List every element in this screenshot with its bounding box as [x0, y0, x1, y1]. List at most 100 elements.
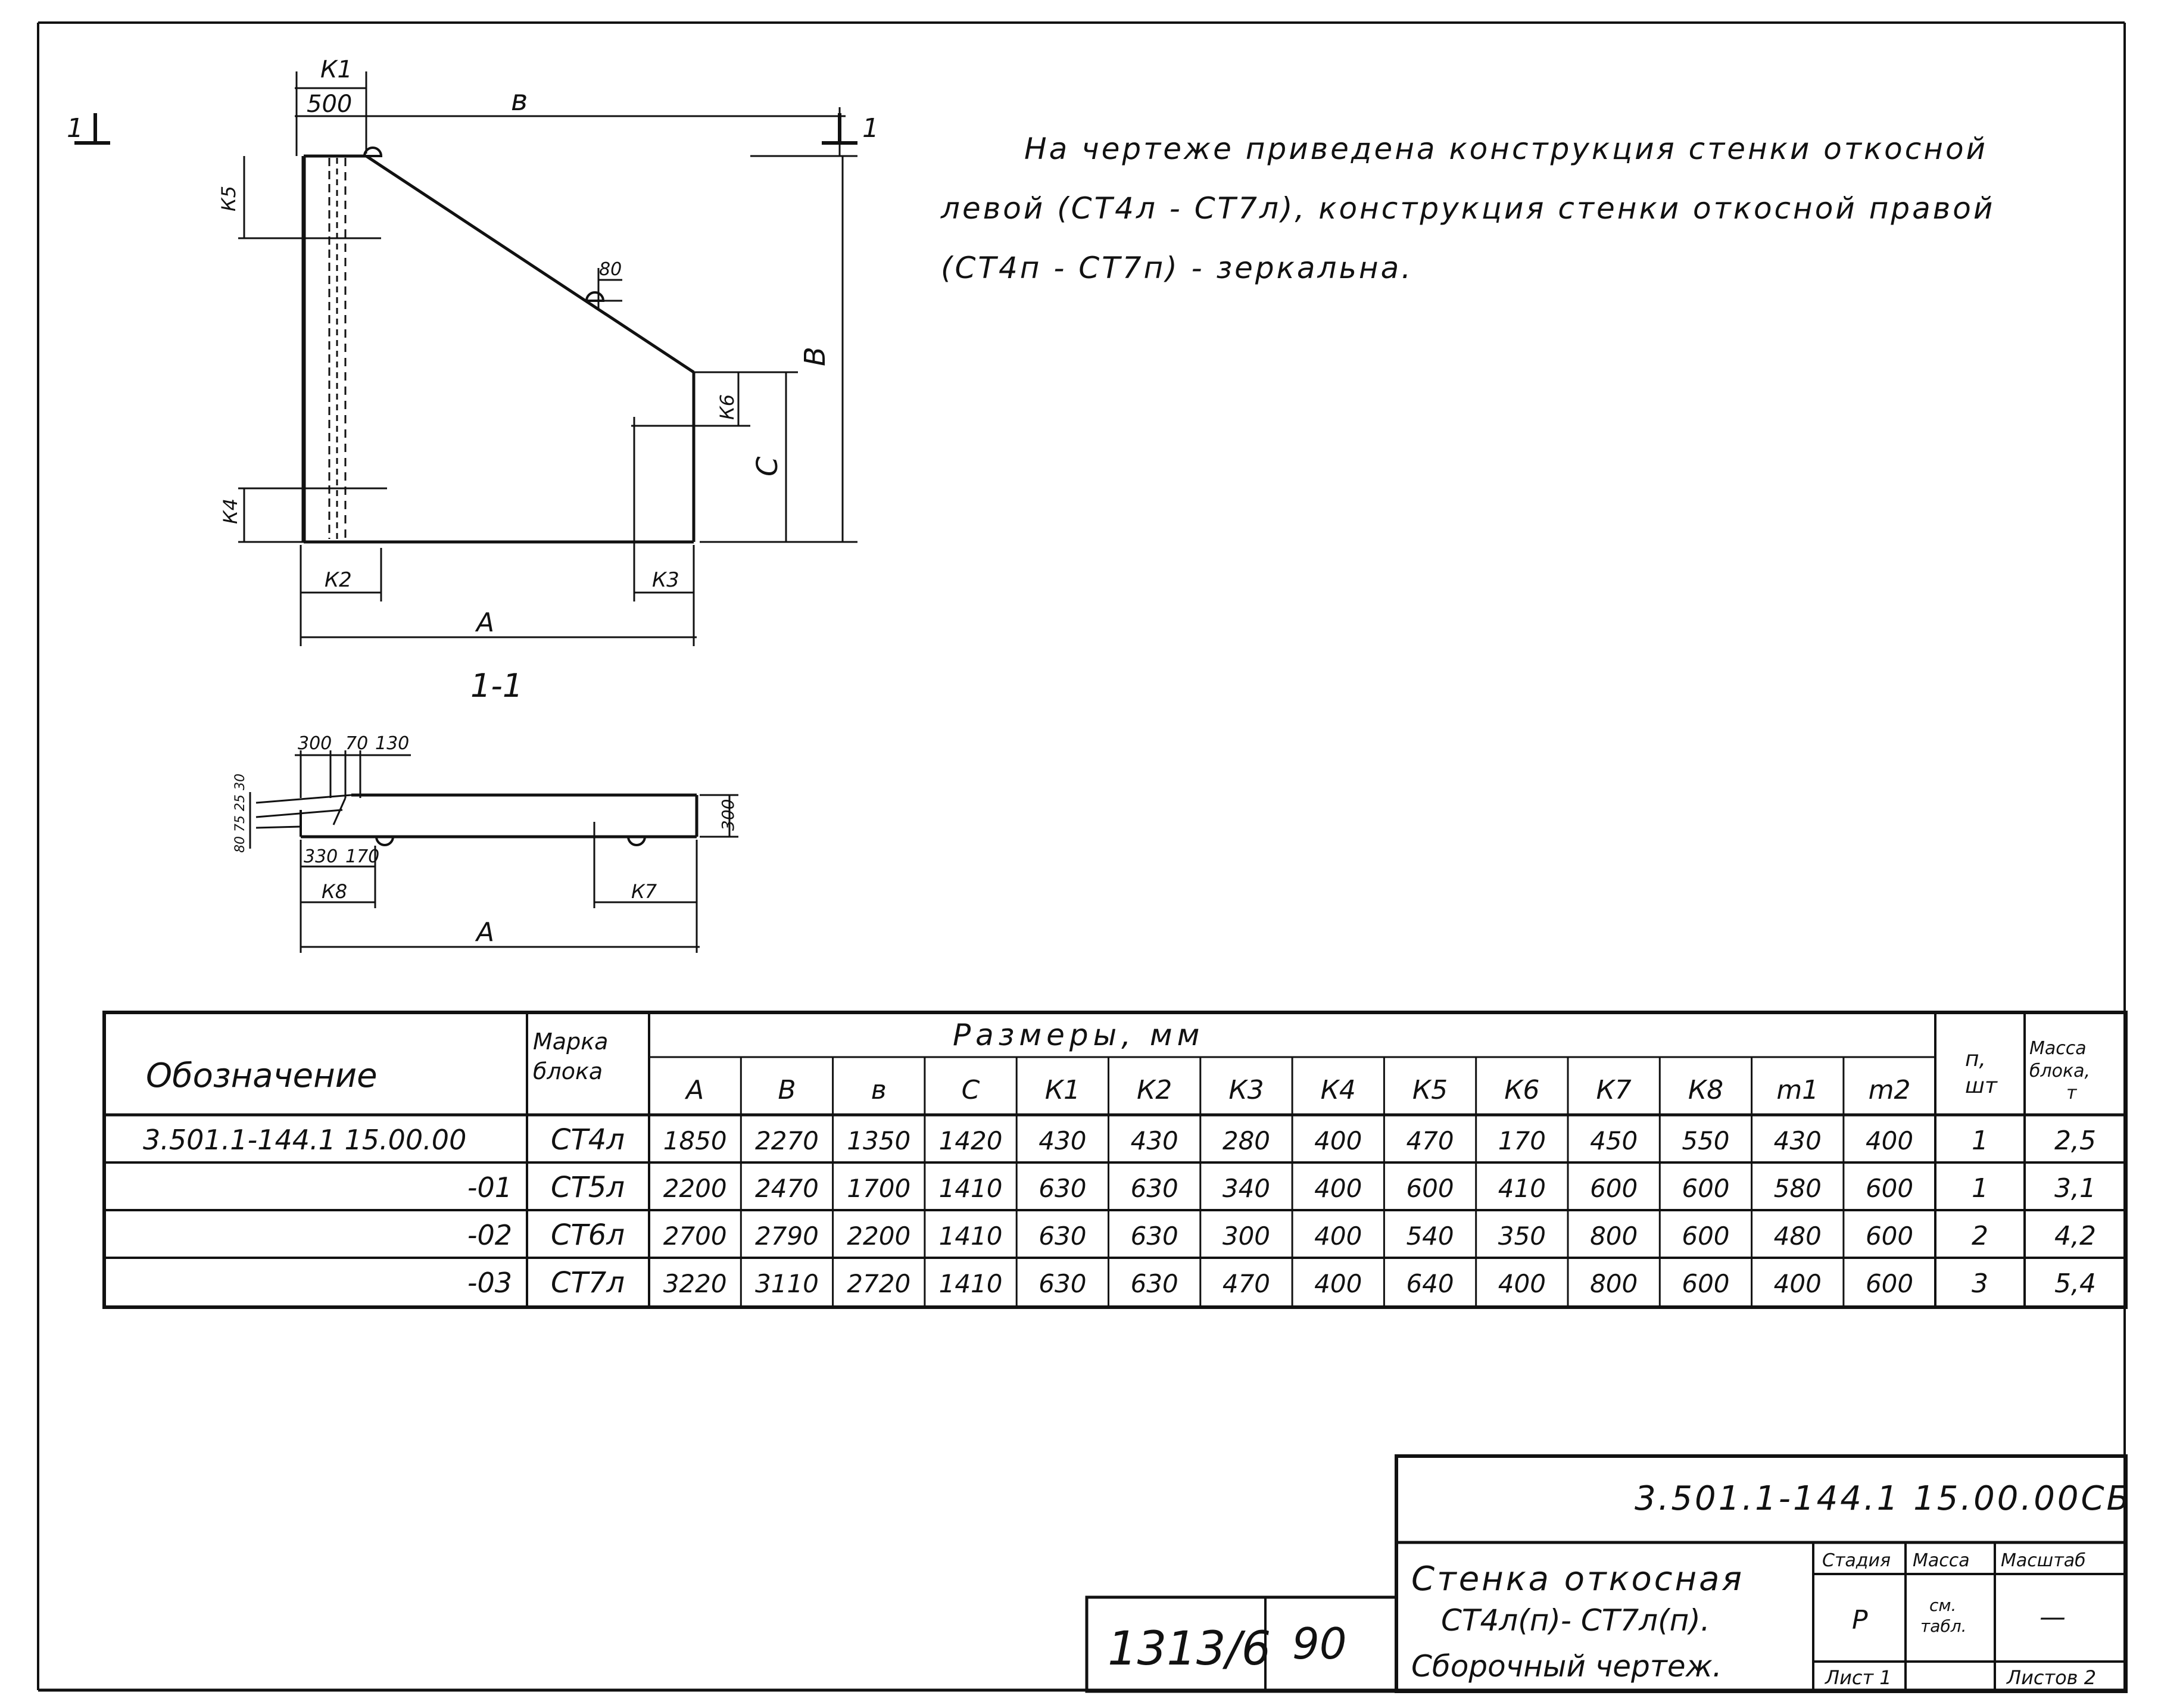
- row-value: 470: [1406, 1126, 1454, 1155]
- column-header: К1: [1045, 1075, 1080, 1105]
- dim-330: 330: [304, 846, 338, 867]
- row-value: 2700: [663, 1221, 727, 1251]
- archive-number: 1313/6: [1108, 1622, 1271, 1676]
- row-value: 280: [1223, 1126, 1270, 1155]
- header-mark-2: блока: [533, 1058, 603, 1084]
- row-value: 2470: [755, 1174, 819, 1203]
- dim-C: С: [751, 456, 784, 476]
- row-value: 630: [1131, 1269, 1178, 1298]
- row-value: 2200: [663, 1174, 727, 1203]
- row-quantity: 1: [1972, 1173, 1988, 1204]
- dim-k1: К1: [320, 56, 353, 83]
- row-value: 3110: [755, 1269, 819, 1298]
- row-value: 600: [1682, 1221, 1729, 1251]
- row-mass: 5,4: [2054, 1268, 2096, 1299]
- dim-300: 300: [298, 733, 332, 754]
- wall-slope-edge: [365, 154, 695, 374]
- row-value: 630: [1131, 1174, 1178, 1203]
- row-value: 600: [1406, 1174, 1454, 1203]
- row-value: 1410: [939, 1174, 1003, 1203]
- row-value: 400: [1314, 1174, 1362, 1203]
- stamp-code: 3.501.1-144.1 15.00.00СБ: [1635, 1479, 2132, 1518]
- row-value: 600: [1866, 1221, 1913, 1251]
- dim-500: 500: [307, 91, 352, 118]
- row-quantity: 2: [1972, 1221, 1988, 1251]
- dim-A-section: А: [475, 917, 494, 947]
- row-value: 600: [1866, 1174, 1913, 1203]
- row-value: 430: [1774, 1126, 1822, 1155]
- row-value: 540: [1406, 1221, 1454, 1251]
- table-header: Обозначение Марка блока Размеры, мм п, ш…: [146, 1018, 2090, 1104]
- stamp-mass-value-1: см.: [1929, 1595, 1956, 1615]
- stamp-scale-label: Масштаб: [2001, 1550, 2086, 1571]
- dim-300-right: 300: [718, 799, 738, 831]
- dim-k7: К7: [631, 880, 657, 903]
- dim-k6: К6: [716, 394, 738, 420]
- row-mass: 2,5: [2054, 1126, 2096, 1156]
- row-value: 340: [1223, 1174, 1270, 1203]
- column-header: А: [684, 1075, 704, 1105]
- row-value: 400: [1314, 1269, 1362, 1298]
- row-value: 630: [1039, 1221, 1086, 1251]
- column-header: К8: [1688, 1075, 1723, 1105]
- row-value: 1850: [663, 1126, 727, 1155]
- dim-k5: К5: [217, 186, 240, 211]
- column-header: К3: [1228, 1075, 1264, 1105]
- row-value: 400: [1498, 1269, 1546, 1298]
- row-value: 640: [1406, 1269, 1454, 1298]
- stamp-stage-label: Стадия: [1822, 1550, 1891, 1571]
- stamp-sheets: Листов 2: [2006, 1666, 2096, 1689]
- row-value: 400: [1314, 1221, 1362, 1251]
- section-mark-right-label: 1: [862, 113, 879, 144]
- row-value: 600: [1682, 1269, 1729, 1298]
- row-value: 1410: [939, 1221, 1003, 1251]
- section-1-1-title: 1-1: [470, 667, 523, 705]
- notes-line-3: (СТ4п - СТ7п) - зеркальна.: [941, 251, 1414, 285]
- elevation-view: [238, 71, 857, 646]
- dim-B-right: В: [799, 347, 832, 366]
- lifting-loop-slope: [585, 291, 605, 302]
- dim-k4: К4: [219, 498, 242, 524]
- row-value: 1350: [847, 1126, 910, 1155]
- row-value: 3220: [663, 1269, 727, 1298]
- row-value: 400: [1866, 1126, 1913, 1155]
- column-header: m2: [1869, 1075, 1911, 1105]
- column-header: в: [871, 1075, 887, 1105]
- dim-70: 70: [345, 733, 368, 754]
- row-value: 350: [1498, 1221, 1546, 1251]
- row-value: 430: [1039, 1126, 1086, 1155]
- notes-line-2: левой (СТ4л - СТ7л), конструкция стенки …: [941, 191, 1995, 226]
- row-value: 170: [1498, 1126, 1546, 1155]
- column-header: m1: [1776, 1075, 1819, 1105]
- dimensions-table: [102, 1011, 2128, 1309]
- row-value: 600: [1682, 1174, 1729, 1203]
- row-value: 600: [1590, 1174, 1638, 1203]
- row-value: 600: [1866, 1269, 1913, 1298]
- row-mark: СТ5л: [551, 1171, 625, 1204]
- column-header: К2: [1137, 1075, 1172, 1105]
- row-designation: -01: [467, 1171, 512, 1204]
- header-mark-1: Марка: [533, 1028, 608, 1055]
- stamp-title-2: СТ4л(п)- СТ7л(п).: [1441, 1603, 1710, 1638]
- column-header: К6: [1504, 1075, 1539, 1105]
- title-block: [1085, 1454, 2128, 1693]
- row-value: 630: [1039, 1269, 1086, 1298]
- section-view: [249, 750, 738, 953]
- dim-b-top: в: [511, 84, 528, 117]
- table-column-dividers: [740, 1057, 1845, 1307]
- elevation-dimension-labels: К1 500 в 80 К5 В К6 С К4 К2 К3 А: [217, 56, 832, 638]
- section-dimension-labels: 300 70 130 330 170 К8 К7 А 300 80 75 25 …: [233, 733, 738, 947]
- row-value: 2790: [755, 1221, 819, 1251]
- dim-170: 170: [345, 846, 379, 867]
- title-block-text: 3.501.1-144.1 15.00.00СБ Стенка откосная…: [1108, 1479, 2132, 1689]
- dim-left-stack: 80 75 25 30: [233, 774, 248, 853]
- row-value: 400: [1314, 1126, 1362, 1155]
- stamp-title-1: Стенка откосная: [1411, 1560, 1744, 1598]
- stamp-stage-value: Р: [1852, 1605, 1868, 1635]
- row-value: 480: [1774, 1221, 1822, 1251]
- stamp-mass-label: Масса: [1913, 1550, 1970, 1571]
- stamp-mass-value-2: табл.: [1920, 1616, 1967, 1636]
- drawing-notes: На чертеже приведена конструкция стенки …: [941, 119, 2108, 298]
